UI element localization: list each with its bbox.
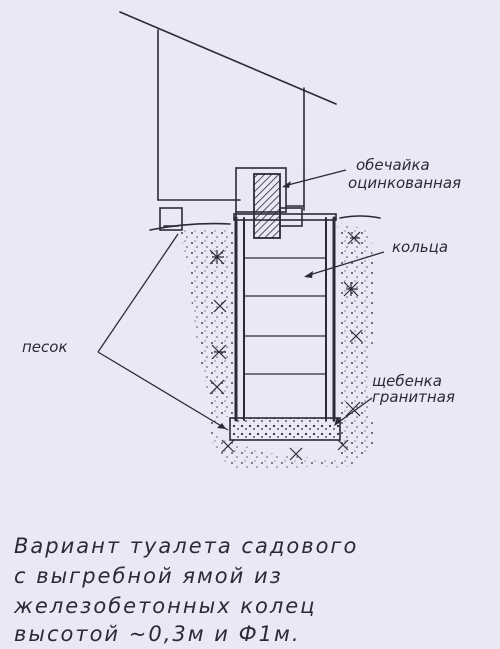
galvanized-shell [253,173,281,239]
sand-leader-top [97,233,179,353]
shell-leader [283,169,347,187]
gravel-bed [229,417,341,441]
gravel-label-line2: гранитная [372,388,455,406]
sand-label: песок [22,338,68,356]
gravel-label-line1: щебенка [372,372,442,390]
leader-lines [97,169,385,431]
soil-cross-marks [209,231,363,461]
shell-label-line1: обечайка [356,156,430,174]
roof-line [119,11,337,105]
caption-line-2: с выгребной ямой из [14,564,283,588]
caption-line-3: железобетонных колец [14,594,317,618]
sand-leader-bottom [97,351,229,431]
concrete-rings [233,213,337,422]
leader-arrowheads [217,181,341,429]
rings-label: кольца [392,238,448,256]
rings-leader [305,251,385,277]
house-walls [157,29,305,211]
gravel-leader [335,397,373,425]
shell-label-line2: оцинкованная [348,174,461,192]
caption-line-4: высотой ~0,3м и Ф1м. [14,622,301,646]
caption-line-1: Вариант туалета садового [14,534,359,558]
ground-line [149,215,381,231]
